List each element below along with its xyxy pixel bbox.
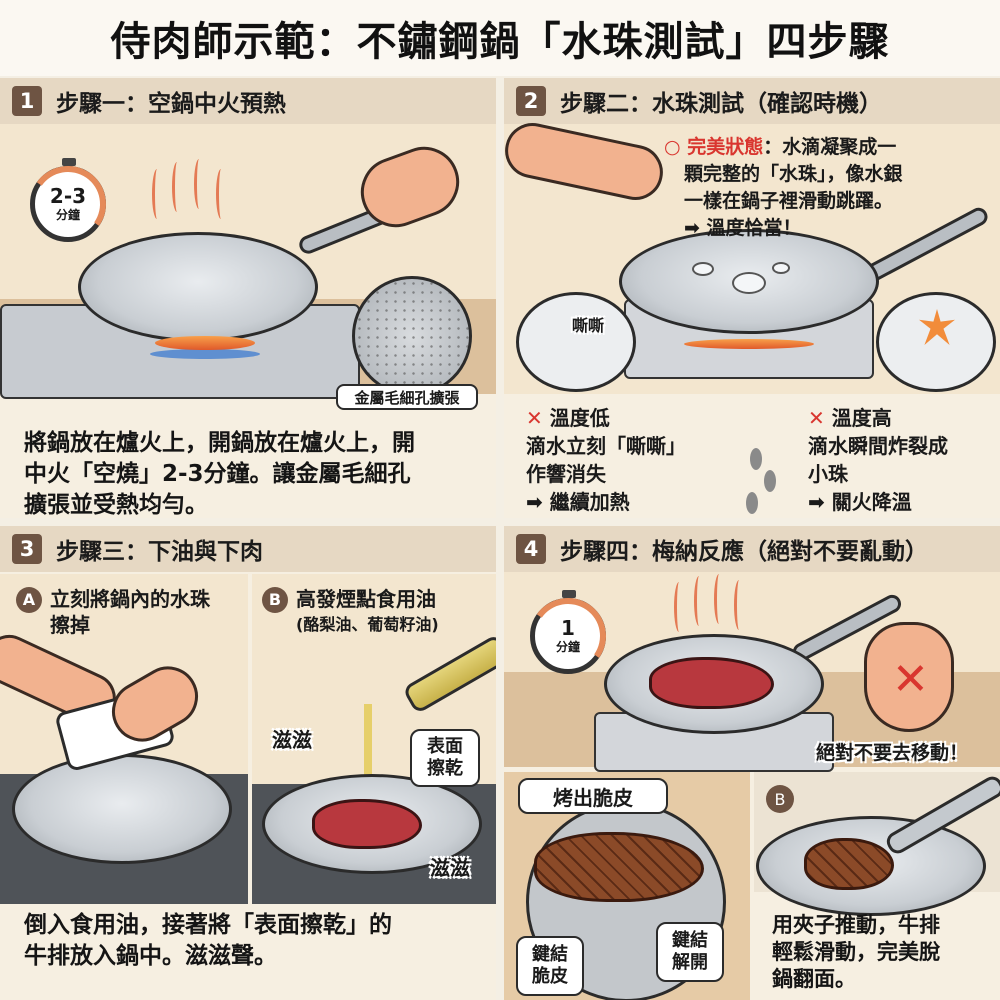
step-number-badge: 1 <box>12 86 42 116</box>
frying-pan-icon <box>78 232 318 342</box>
step-1-header: 1 步驟一：空鍋中火預熱 <box>0 78 496 124</box>
step-3b-subpanel: B 高發煙點食用油(酪梨油、葡萄籽油) 滋滋 滋滋 表面 擦乾 <box>252 574 496 904</box>
metal-pores-label: 金屬毛細孔擴張 <box>336 384 478 410</box>
too-high-temp-info: ✕ 溫度高 滴水瞬間炸裂成 小珠 ➡ 關火降溫 <box>808 406 948 514</box>
heat-wave-icon <box>152 169 162 219</box>
step-3a-subpanel: A 立刻將鍋內的水珠擦掉 <box>0 574 248 904</box>
step-2-panel: 2 步驟二：水珠測試（確認時機） 嘶嘶 ○ 完美狀態：水滴凝聚成一 顆完整的「水… <box>504 78 1000 518</box>
step-4-crust-subpanel: 烤出脆皮 鍵結 脆皮 鍵結 解開 <box>504 772 750 1000</box>
do-not-move-warning: 絕對不要去移動！ <box>816 742 969 764</box>
raw-steak-icon <box>649 657 774 709</box>
frying-pan-icon <box>12 754 232 864</box>
step-1-title: 步驟一：空鍋中火預熱 <box>56 91 286 117</box>
seared-steak-icon <box>804 838 894 890</box>
crispy-crust-bubble: 烤出脆皮 <box>518 778 668 814</box>
step-1-illustration: 2-3 分鐘 金屬毛細孔擴張 <box>0 124 496 410</box>
step-4-top-illustration: 1 分鐘 ✕ 絕對不要去移動！ <box>504 572 1000 772</box>
burst-icon <box>919 309 955 345</box>
sub-step-badge: B <box>766 785 794 813</box>
step-3-panel: 3 步驟三：下油與下肉 A 立刻將鍋內的水珠擦掉 B 高發煙點食用油(酪梨油、葡… <box>0 526 496 1000</box>
heat-wave-icon <box>172 162 182 212</box>
flame-icon <box>155 336 255 350</box>
frying-pan-icon <box>619 229 879 334</box>
too-low-temp-info: ✕ 溫度低 滴水立刻「嘶嘶」 作響消失 ➡ 繼續加熱 <box>526 406 686 514</box>
step-4-caption: 用夾子推動，牛排 輕鬆滑動，完美脫 鍋翻面。 <box>772 913 940 991</box>
heat-wave-icon <box>674 582 684 632</box>
stop-hand-icon <box>864 622 954 732</box>
circle-mark-icon: ○ <box>664 136 681 158</box>
step-4-panel: 4 步驟四：梅納反應（絕對不要亂動） 1 分鐘 ✕ 絕對不要去移動！ 烤出脆皮 … <box>504 526 1000 1000</box>
timer-icon: 2-3 分鐘 <box>23 158 113 249</box>
step-3-header: 3 步驟三：下油與下肉 <box>0 526 496 572</box>
heat-wave-icon <box>734 580 744 630</box>
raw-steak-icon <box>312 799 422 849</box>
bond-crust-bubble: 鍵結 脆皮 <box>516 936 584 996</box>
step-3-caption: 倒入食用油，接著將「表面擦乾」的 牛排放入鍋中。滋滋聲。 <box>24 912 392 969</box>
x-mark-icon: ✕ <box>892 654 929 705</box>
step-2-header: 2 步驟二：水珠測試（確認時機） <box>504 78 1000 124</box>
step-2-title: 步驟二：水珠測試（確認時機） <box>560 91 882 117</box>
high-temp-burst-zoom-icon <box>876 292 996 392</box>
x-mark-icon: ✕ <box>526 406 543 430</box>
step-4-title: 步驟四：梅納反應（絕對不要亂動） <box>560 539 928 565</box>
x-mark-icon: ✕ <box>808 406 825 430</box>
step-4b-subpanel: B 用夾子推動，牛排 輕鬆滑動，完美脫 鍋翻面。 <box>754 772 1000 1000</box>
page-title: 侍肉師示範：不鏽鋼鍋「水珠測試」四步驟 <box>110 19 890 65</box>
frying-pan-icon <box>756 816 986 916</box>
sizzle-label: 滋滋 <box>272 728 312 752</box>
gas-burner-icon <box>150 349 260 359</box>
step-number-badge: 2 <box>516 86 546 116</box>
heat-wave-icon <box>714 574 724 624</box>
metal-pores-zoom-icon <box>352 276 472 396</box>
sizzle-label: 滋滋 <box>430 856 470 880</box>
infographic-title-bar: 侍肉師示範：不鏽鋼鍋「水珠測試」四步驟 <box>0 0 1000 76</box>
perfect-state-callout: ○ 完美狀態：水滴凝聚成一 顆完整的「水珠」，像水銀 一樣在鍋子裡滑動跳躍。 ➡… <box>664 136 903 239</box>
sub-step-badge: A <box>16 587 42 613</box>
seared-steak-icon <box>534 832 704 902</box>
footprints-icon <box>742 408 782 518</box>
oil-bottle-icon <box>401 633 496 715</box>
sizzle-sound-label: 嘶嘶 <box>572 316 605 335</box>
step-4-header: 4 步驟四：梅納反應（絕對不要亂動） <box>504 526 1000 572</box>
water-bead-icon <box>732 272 766 294</box>
sub-step-badge: B <box>262 587 288 613</box>
flame-icon <box>684 339 814 349</box>
heat-wave-icon <box>216 169 226 219</box>
low-temp-sizzle-zoom-icon <box>516 292 636 392</box>
step-1-panel: 1 步驟一：空鍋中火預熱 2-3 分鐘 金屬毛細孔擴張 將鍋放在爐火上，開鍋放在… <box>0 78 496 518</box>
step-number-badge: 3 <box>12 534 42 564</box>
timer-icon: 1 分鐘 <box>523 590 613 681</box>
bond-release-bubble: 鍵結 解開 <box>656 922 724 982</box>
heat-wave-icon <box>194 159 204 209</box>
step-number-badge: 4 <box>516 534 546 564</box>
step-2-illustration: 嘶嘶 ○ 完美狀態：水滴凝聚成一 顆完整的「水珠」，像水銀 一樣在鍋子裡滑動跳躍… <box>504 117 1000 394</box>
step-3-title: 步驟三：下油與下肉 <box>56 539 263 565</box>
pat-dry-speech-bubble: 表面 擦乾 <box>410 729 480 787</box>
step-1-caption: 將鍋放在爐火上，開鍋放在爐火上，開 中火「空燒」2-3分鐘。讓金屬毛細孔 擴張並… <box>24 430 415 518</box>
heat-wave-icon <box>694 576 704 626</box>
